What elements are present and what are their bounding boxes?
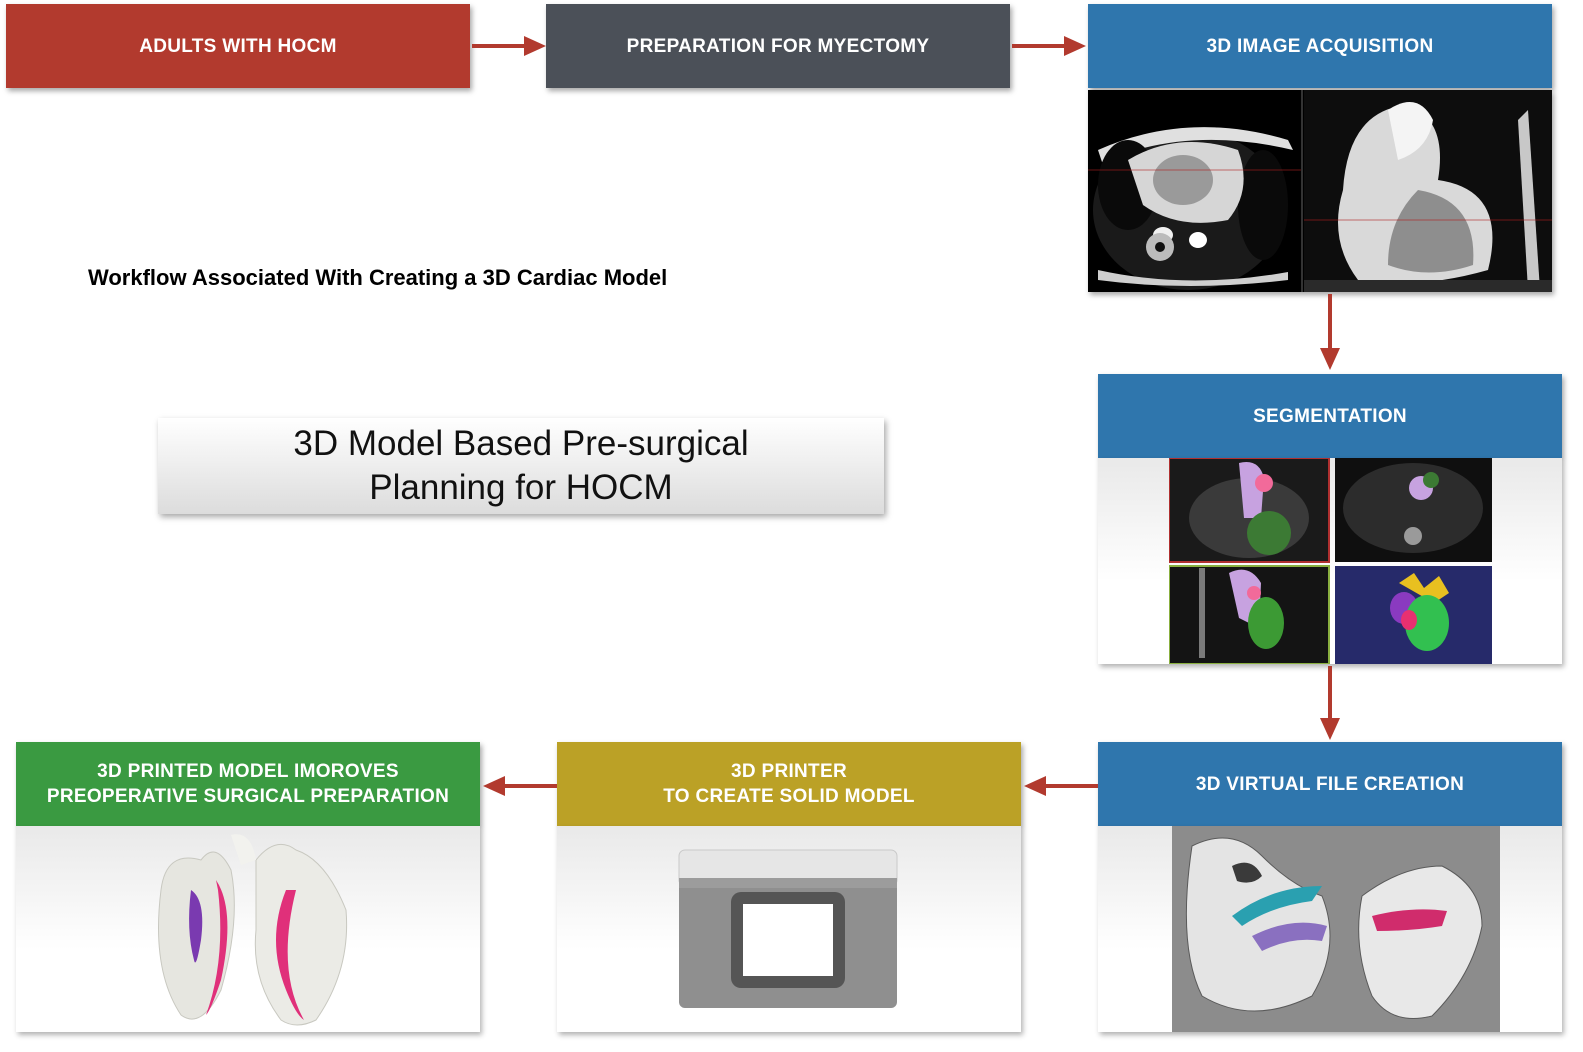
arrow-printer-to-printed-model (483, 776, 557, 796)
virtual-heart-model-image (1172, 826, 1500, 1032)
segmentation-panel (1098, 458, 1562, 664)
printed-heart-model-image (146, 830, 356, 1030)
step-3d-printed-model: 3D PRINTED MODEL IMOROVES PREOPERATIVE S… (16, 742, 480, 826)
step-3d-virtual-file-creation: 3D VIRTUAL FILE CREATION (1098, 742, 1562, 826)
step-adults-with-hocm: ADULTS WITH HOCM (6, 4, 470, 88)
step-preparation-for-myectomy: PREPARATION FOR MYECTOMY (546, 4, 1010, 88)
arrow-preparation-to-acquisition (1012, 36, 1086, 56)
workflow-subtitle: Workflow Associated With Creating a 3D C… (88, 265, 668, 290)
printer-icon (677, 848, 899, 1012)
step-3d-printer: 3D PRINTER TO CREATE SOLID MODEL (557, 742, 1021, 826)
virtual-file-panel (1098, 826, 1562, 1032)
main-title-box: 3D Model Based Pre-surgical Planning for… (158, 418, 884, 514)
arrow-virtual-file-to-printer (1024, 776, 1098, 796)
arrow-adults-to-preparation (472, 36, 546, 56)
ct-scan-image (1088, 90, 1552, 292)
arrow-acquisition-to-segmentation (1320, 294, 1340, 370)
step-3d-image-acquisition: 3D IMAGE ACQUISITION (1088, 4, 1552, 88)
printed-model-panel (16, 826, 480, 1032)
step-segmentation: SEGMENTATION (1098, 374, 1562, 458)
arrow-segmentation-to-virtual-file (1320, 666, 1340, 740)
segmentation-image (1169, 458, 1492, 664)
printer-panel (557, 826, 1021, 1032)
